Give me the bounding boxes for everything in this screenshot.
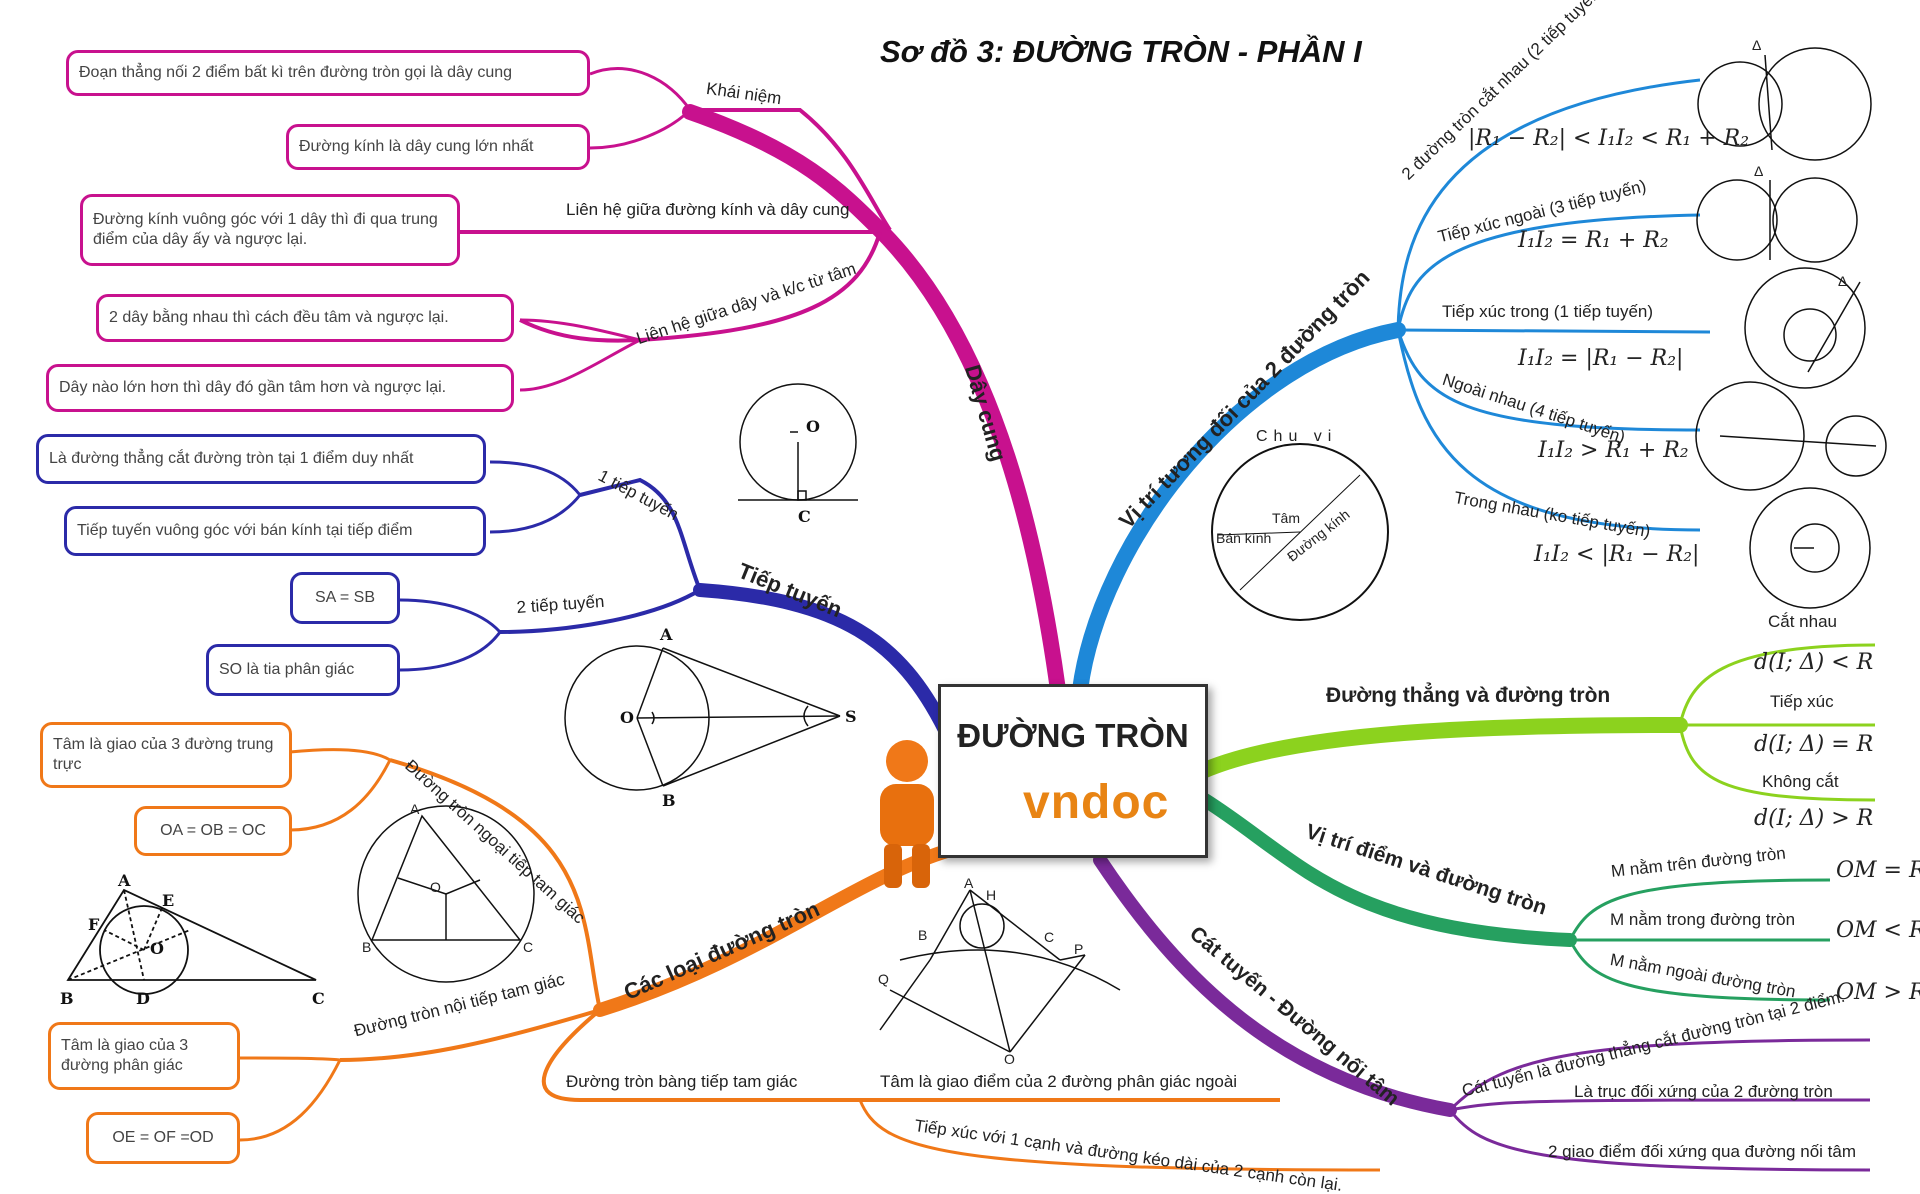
svg-text:O: O — [620, 708, 634, 727]
svg-text:Δ: Δ — [1752, 37, 1761, 53]
point-o-label: O — [806, 417, 820, 436]
center-title: ĐƯỜNG TRÒN — [957, 717, 1189, 754]
circumcircle-figure — [357, 805, 535, 983]
svg-text:E: E — [162, 891, 174, 910]
excircle-figure — [879, 889, 1121, 1053]
formula-ngoai-nhau: I₁I₂ > R₁ + R₂ — [1538, 438, 1689, 463]
box-phan-giac: Tâm là giao của 3 đường phân giác — [48, 1022, 240, 1090]
label-cat-nhau-dt: Cắt nhau — [1768, 612, 1837, 631]
box-trung-truc: Tâm là giao của 3 đường trung trực — [40, 722, 292, 788]
box-so-phan-giac: SO là tia phân giác — [206, 644, 400, 696]
svg-text:C: C — [312, 989, 325, 1008]
formula-m-trong: OM < R — [1836, 918, 1920, 943]
box-sa-sb: SA = SB — [290, 572, 400, 624]
label-m-trong: M nằm trong đường tròn — [1610, 910, 1796, 929]
center-node[interactable]: ĐƯỜNG TRÒN vndoc — [938, 684, 1208, 858]
incircle-figure — [66, 888, 317, 995]
formula-trong-nhau: I₁I₂ < |R₁ − R₂| — [1534, 542, 1700, 567]
label-tam-giao-phan-giac-ngoai: Tâm là giao điểm của 2 đường phân giác n… — [880, 1072, 1238, 1091]
svg-text:B: B — [662, 791, 676, 810]
vndoc-logo: vndoc — [1023, 776, 1170, 829]
svg-text:S: S — [845, 707, 857, 726]
label-truc-doi-xung: Là trục đối xứng của 2 đường tròn — [1574, 1082, 1833, 1101]
svg-text:H: H — [986, 887, 996, 903]
box-vuong-goc-ban-kinh: Tiếp tuyến vuông góc với bán kính tại ti… — [64, 506, 486, 556]
svg-text:B: B — [918, 927, 927, 943]
svg-text:O: O — [430, 879, 441, 895]
branch-cat-tuyen-lines — [1093, 853, 1871, 1172]
box-duong-kinh: Đường kính là dây cung lớn nhất — [286, 124, 590, 170]
svg-text:Δ: Δ — [1838, 273, 1847, 289]
formula-cat-nhau: |R₁ − R₂| < I₁I₂ < R₁ + R₂ — [1468, 126, 1750, 151]
box-oe-of-od: OE = OF =OD — [86, 1112, 240, 1164]
tangent-figure — [738, 383, 858, 501]
svg-text:P: P — [1074, 941, 1083, 957]
branch-cac-loai-lines — [239, 748, 1381, 1172]
formula-khong-cat: d(I; Δ) > R — [1754, 806, 1874, 831]
box-day-cung: Đoạn thẳng nối 2 điểm bất kì trên đường … — [66, 50, 590, 96]
box-cat-duy-nhat: Là đường thẳng cắt đường tròn tại 1 điểm… — [36, 434, 486, 484]
svg-text:Q: Q — [878, 971, 889, 987]
branch-duong-thang[interactable]: Đường thẳng và đường tròn — [1326, 684, 1611, 707]
branch-tiep-tuyen-lines — [399, 460, 952, 737]
box-oa-ob-oc: OA = OB = OC — [134, 806, 292, 856]
page-title: Sơ đồ 3: ĐƯỜNG TRÒN - PHẦN I — [880, 34, 1362, 69]
svg-text:F: F — [88, 915, 100, 934]
svg-text:A: A — [964, 875, 974, 891]
circle-parts-figure — [1211, 443, 1389, 621]
label-khong-cat: Không cắt — [1762, 772, 1839, 791]
two-circles-figures — [1695, 47, 1887, 609]
branch-day-cung-lines — [460, 67, 1066, 698]
svg-text:C: C — [523, 939, 533, 955]
svg-text:C: C — [1044, 929, 1054, 945]
svg-text:B: B — [362, 939, 371, 955]
formula-m-tren: OM = R — [1836, 858, 1920, 883]
box-lon-hon: Dây nào lớn hơn thì dây đó gần tâm hơn v… — [46, 364, 514, 412]
branch-duong-thang-lines — [1197, 643, 1876, 802]
svg-text:A: A — [410, 801, 420, 817]
svg-text:A: A — [117, 871, 131, 890]
label-lien-he-duong-kinh: Liên hệ giữa đường kính và dây cung — [566, 200, 850, 219]
label-ban-kinh: Bán kính — [1216, 530, 1272, 546]
label-tam: Tâm — [1272, 510, 1300, 526]
branch-vi-tri-2-lines — [1072, 78, 1711, 698]
svg-text:B: B — [60, 989, 74, 1008]
box-vuong-goc: Đường kính vuông góc với 1 dây thì đi qu… — [80, 194, 460, 266]
label-giao-diem-doi-xung: 2 giao điểm đối xứng qua đường nối tâm — [1548, 1142, 1856, 1161]
label-chu-vi: Chu vi — [1256, 428, 1338, 445]
box-bang-nhau: 2 dây bằng nhau thì cách đều tâm và ngượ… — [96, 294, 514, 342]
formula-m-ngoai: OM > R — [1836, 980, 1920, 1005]
label-tiep-xuc-trong: Tiếp xúc trong (1 tiếp tuyến) — [1442, 302, 1654, 321]
label-bang-tiep: Đường tròn bàng tiếp tam giác — [566, 1072, 798, 1091]
svg-text:D: D — [136, 989, 150, 1008]
point-c-label: C — [798, 507, 811, 526]
formula-tiep-xuc-ngoai: I₁I₂ = R₁ + R₂ — [1518, 228, 1669, 253]
svg-text:O: O — [1004, 1051, 1015, 1067]
formula-tiep-xuc-trong: I₁I₂ = |R₁ − R₂| — [1518, 346, 1684, 371]
svg-text:O: O — [150, 939, 164, 958]
formula-tiep-xuc-dt: d(I; Δ) = R — [1754, 732, 1874, 757]
mascot-figure — [872, 740, 942, 890]
label-tiep-xuc-dt: Tiếp xúc — [1770, 692, 1834, 711]
svg-text:A: A — [659, 625, 673, 644]
formula-cat-nhau-dt: d(I; Δ) < R — [1754, 650, 1874, 675]
svg-text:Δ: Δ — [1754, 163, 1763, 179]
branch-vi-tri-diem-lines — [1198, 793, 1831, 1002]
two-tangents-figure — [564, 645, 841, 791]
